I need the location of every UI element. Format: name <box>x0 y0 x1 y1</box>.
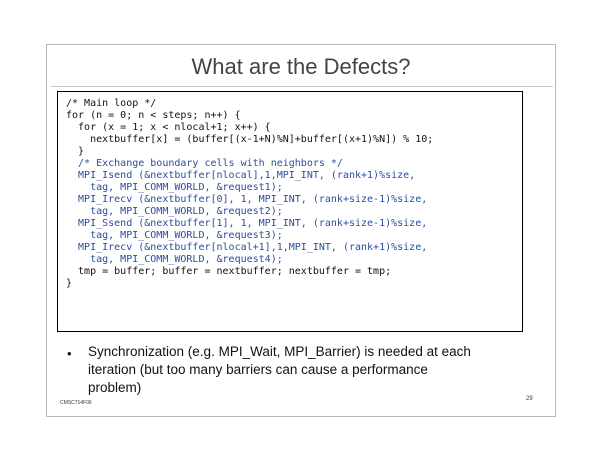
code-line: nextbuffer[x] = (buffer[(x-1+N)%N]+buffe… <box>66 134 434 145</box>
page-number: 29 <box>526 396 533 402</box>
code-line: tag, MPI_COMM_WORLD, &request2); <box>66 206 283 217</box>
code-line: tag, MPI_COMM_WORLD, &request1); <box>66 182 283 193</box>
code-line: /* Main loop */ <box>66 98 157 109</box>
footer-course-id: CMSC714F06 <box>60 400 92 406</box>
title-divider <box>51 86 553 87</box>
code-line: tag, MPI_COMM_WORLD, &request4); <box>66 254 283 265</box>
code-line: MPI_Irecv (&nextbuffer[nlocal+1],1,MPI_I… <box>66 242 428 253</box>
code-line: } <box>66 278 73 289</box>
bullet-text-line: iteration (but too many barriers can cau… <box>88 362 428 377</box>
code-box <box>57 91 523 332</box>
code-line: for (n = 0; n < steps; n++) { <box>66 110 241 121</box>
code-line: MPI_Irecv (&nextbuffer[0], 1, MPI_INT, (… <box>66 194 428 205</box>
bullet-text-line: Synchronization (e.g. MPI_Wait, MPI_Barr… <box>88 344 471 359</box>
code-line: MPI_Isend (&nextbuffer[nlocal],1,MPI_INT… <box>66 170 416 181</box>
bullet-marker: • <box>67 346 72 361</box>
code-line: /* Exchange boundary cells with neighbor… <box>66 158 343 169</box>
code-line: tag, MPI_COMM_WORLD, &request3); <box>66 230 283 241</box>
bullet-text-line: problem) <box>88 380 142 395</box>
code-line: } <box>66 146 85 157</box>
code-line: MPI_Ssend (&nextbuffer[1], 1, MPI_INT, (… <box>66 218 428 229</box>
code-line: tmp = buffer; buffer = nextbuffer; nextb… <box>66 266 392 277</box>
code-line: for (x = 1; x < nlocal+1; x++) { <box>66 122 271 133</box>
slide-title: What are the Defects? <box>191 54 411 79</box>
